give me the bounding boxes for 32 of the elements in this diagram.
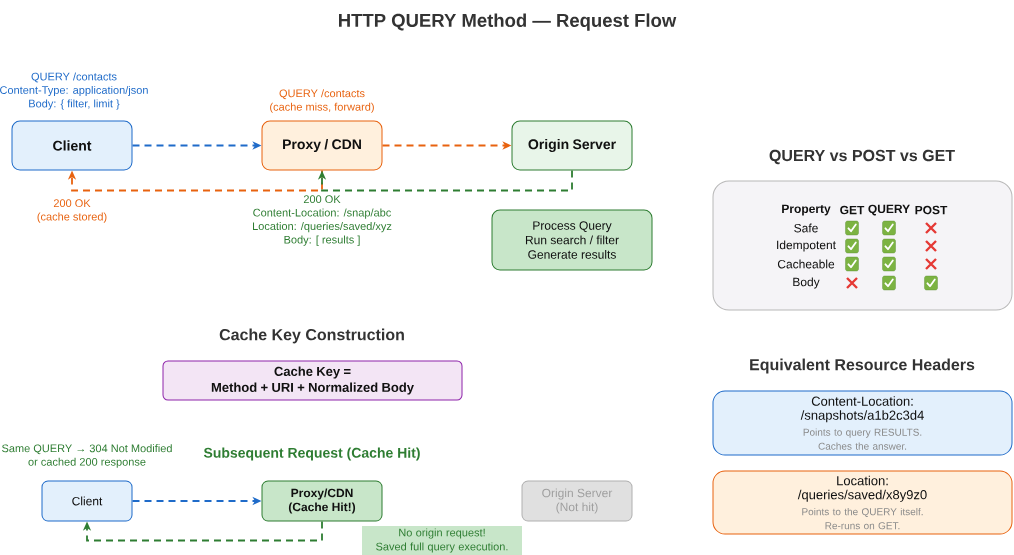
response-label: 200 OK (cache stored) [37,199,107,223]
row-header: Safe [794,223,818,233]
header-box: Location: /queries/saved/x8y9z0 Points to the QUERY itself. Re-runs on GET. [712,470,1013,535]
section-heading: Subsequent Request (Cache Hit) [203,447,420,461]
request-label: QUERY /contacts (cache miss, forward) [270,89,374,113]
column-header: QUERY [868,204,910,216]
response-label: Same QUERY → 304 Not Modified or cached 200 response [2,444,172,468]
column-header: POST [915,205,948,215]
server-box: Origin Server (Not hit) [521,480,633,522]
section-heading: Cache Key Construction [219,328,404,344]
section-heading: Equivalent Resource Headers [750,358,975,374]
column-header: Property [782,204,831,216]
header-box: Content-Location: /snapshots/a1b2c3d4 Points to query RESULTS. Caches the answer. [712,390,1013,456]
formula-box: Cache Key = Method + URI + Normalized Body [162,360,463,401]
arrow [317,169,573,192]
client-box: Client [11,120,133,171]
proxy-box: Proxy/CDN (Cache Hit!) [261,480,383,522]
arrow [67,169,323,192]
row-header: Cacheable [777,259,835,269]
title: HTTP QUERY Method — Request Flow [339,13,677,31]
column-header: GET [840,205,865,215]
client-box: Client [41,480,133,522]
row-header: Body [793,277,820,289]
response-label: 200 OK Content-Location: /snap/abc Location: /queries/saved/xyz Body: [ results ] [253,195,392,246]
arrow [82,520,323,542]
section-heading: QUERY vs POST vs GET [769,149,955,165]
server-box: Origin Server [511,120,633,171]
process-box: Process Query Run search / filter Generate results [491,209,653,271]
row-header: Idempotent [777,240,836,252]
proxy-box: Proxy / CDN [261,120,383,171]
note-box: No origin request! Saved full query execution. [362,526,522,555]
request-label: QUERY /contacts Content-Type: application/json Body: { filter, limit } [0,72,148,110]
